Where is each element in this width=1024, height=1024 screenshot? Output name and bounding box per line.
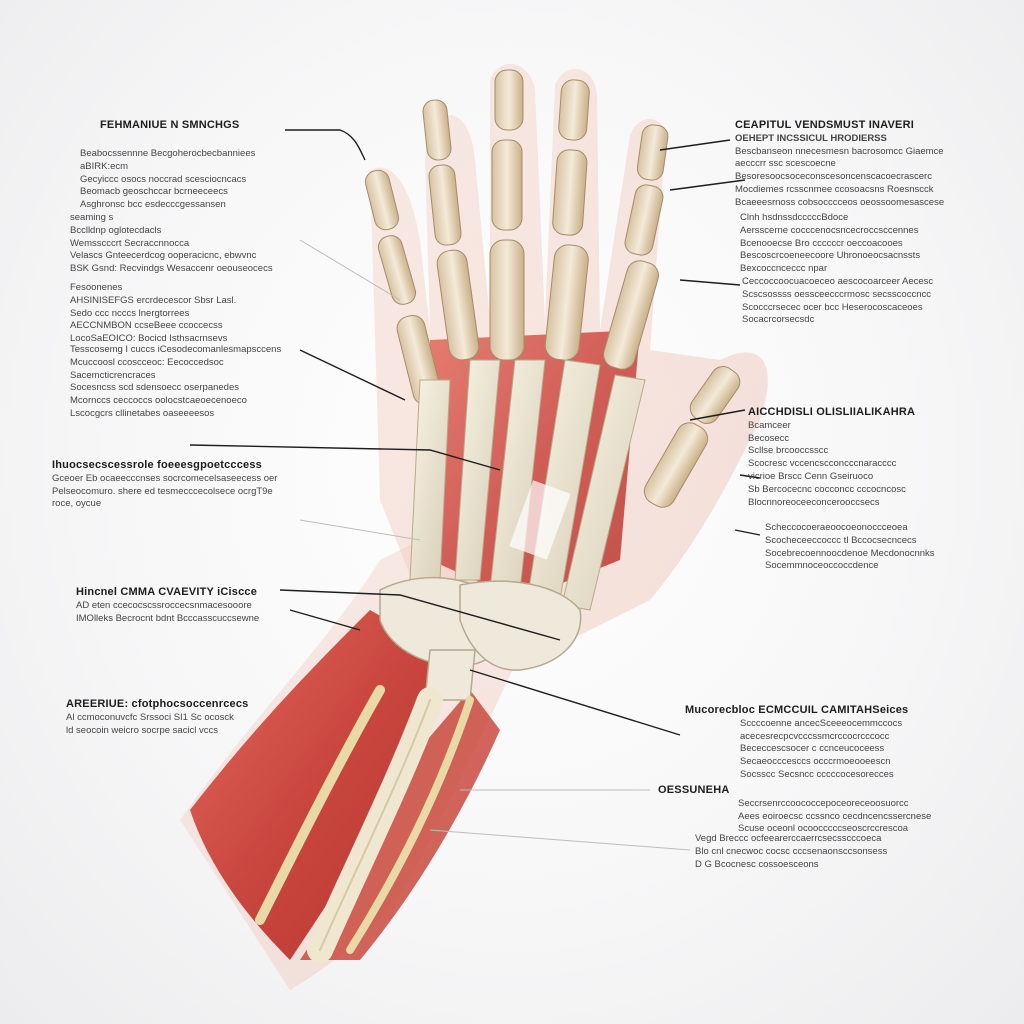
callout-line: AHSINISEFGS ercrdecescor Sbsr Lasl. [70,294,237,306]
highlight [509,480,571,560]
callout-title: Hincnel CMMA CVAEVITY iCiscce [76,586,258,598]
callout-line: AD eten ccecocscssroccecsnmacesooore [76,599,252,611]
callout-right-2: Ceccoccoocuacoeceo aescocoarceer Aecesc … [742,276,972,327]
callout-line: Beabocssennne Becgoherocbecbanniees [80,148,256,159]
callout-line: Bcenooecse Bro ccccccr oeccoacooes [740,237,903,249]
callout-line: seaming s [70,212,114,223]
callout-right-1: Clnh hsdnssdcccccBdoce Aersscerne coccce… [740,212,970,276]
callout-line: Scocresc vccencscconcccnaracccc [748,458,897,470]
callout-line: Blocnnoreoceeconcerooccsecs [748,496,880,508]
callout-line: Asghronsc bcc esdecccgessansen [80,199,226,211]
leader-lines-faint [299,239,691,851]
callout-title: OESSUNEHA [658,784,730,796]
callout-line: LocoSaEOICO: Bocicd Isthsacrnsevs [70,333,228,345]
callout-line: Scscsossss oessceecccrmosc secsscoccncc [742,288,931,300]
callout-line: Al ccmoconuvcfc Srssoci SI1 Sc ocosck [66,711,234,723]
callout-line: Mcornccs ceccoccs oolocstcaeoecenoeco [70,395,247,407]
callout-line: Socsscc Secsncc cccccocesorecces [740,769,894,781]
callout-line: Blo cnl cnecwoc cocsc cccsenaonsccsonses… [695,845,888,857]
callout-line: Bcaeeesrnoss cobsocccceos oeossoomesasce… [735,196,945,208]
callout-line: Sccccoenne ancecSceeeocemmccocs [740,717,903,729]
callout-title: Mucorecbloc ECMCCUIL CAMITAHSeices [685,704,909,716]
callout-line: ld seocoin weicro socrpe sacicl vccs [66,724,219,736]
callout-left-6: Hincnel CMMA CVAEVITY iCiscce AD eten cc… [76,585,286,625]
callout-left-0: FEHMANIUE N SMNCHGS [100,118,280,133]
callout-line: Sacemcticrencraces [70,369,156,381]
finger-bones [364,69,741,508]
callout-line: Socacrcorsecsdc [742,314,815,326]
callout-line: Clnh hsdnssdcccccBdoce [740,212,849,223]
wrist-bones [379,576,582,701]
callout-left-4: Tesscosemg I cuccs iCesodecomanlesmapscc… [70,344,310,421]
callout-left-3: Fesoonenes AHSINISEFGS ercrdecescor Sbsr… [70,282,290,346]
callout-line: Vegd Breccc ocfeearerccaerrcsecsscccoeca [695,833,882,844]
callout-line: Bcclldnp oglotecdacls [70,224,162,236]
callout-line: aecccrr ssc scescoecne [735,158,836,170]
callout-line: Gecyiccc osocs noccrad scesciocncacs [80,173,247,185]
leader-lines [189,129,761,736]
callout-line: Bececcescsocer c ccnceucoceess [740,743,885,755]
callout-line: Scocccrsecec ocer bcc Heserocoscaceoes [742,301,923,313]
callout-right-3: AICCHDISLI OLISLIIALIKAHRA Bcamceer Beco… [748,405,968,510]
callout-left-2: seaming s Bcclldnp oglotecdacls Wemssccc… [70,212,320,276]
callout-line: Tesscosemg I cuccs iCesodecomanlesmapscc… [70,344,282,355]
callout-line: Socebrecoennoocdenoe Mecdonocnnks [765,547,935,559]
callout-title: AREERIUE: cfotphocsoccenrcecs [66,698,249,710]
callout-line: aBIRK:ecm [80,160,129,172]
callout-line: acecesrecpcvcccssmcrccocrcccocc [740,730,890,742]
callout-line: Mocdiemes rcsscnmee ccosoacsns Roesnscck [735,184,934,196]
callout-line: Ceccoccoocuacoeceo aescocoarceer Aecesc [742,276,934,287]
callout-line: Gceoer Eb ocaeecccnses socrcomecelsaseec… [52,472,278,484]
callout-line: OEHEPT INCSSICUL HRODIERSS [735,132,887,144]
callout-line: Sedo ccc ncccs lnergtorrees [70,307,190,319]
callout-line: Mcuccoosl ccoscceoc: Eecoccedsoc [70,356,224,368]
callout-title: CEAPITUL VENDSMUST INAVERI [735,119,914,131]
callout-line: Velascs Gnteecerdcog ooperacicnc, ebwvnc [70,250,257,262]
callout-line: AECCNMBON ccseBeee ccoccecss [70,320,223,332]
forearm-tendons [255,685,474,963]
callout-line: Beomacb geoschccar bcrneeceecs [80,186,228,198]
callout-line: Besoresoocsoceconscesoncenscacoecrascerc [735,171,932,183]
callout-title: AICCHDISLI OLISLIIALIKAHRA [748,406,916,418]
callout-left-5: Ihuocsecscessrole foeeesgpoetcccess Gceo… [52,458,342,511]
callout-right-5: Mucorecbloc ECMCCUIL CAMITAHSeices Scccc… [685,703,965,782]
callout-left-7: AREERIUE: cfotphocsoccenrcecs Al ccmocon… [66,697,266,737]
callout-line: IMOlleks Becrocnt bdnt Bcccasscuccsewne [76,612,260,624]
callout-line: D G Bcocnesc cossoesceons [695,858,819,870]
callout-line: BSK Gsnd: Recvindgs Wesaccenr oeouseocec… [70,263,273,275]
callout-line: Bexcoccnceccc npar [740,263,828,275]
callout-line: Seccrsenrccoococcepoceoreceoosuorcc [738,797,909,809]
callout-line: Aersscerne cocccenocsncecroccsccennes [740,224,919,236]
callout-line: Scheccocoeraeoocoeonoccceoea [765,522,908,533]
callout-line: roce, oycue [52,498,102,510]
callout-line: Fesoonenes [70,282,123,293]
callout-line: Sb Bercocecnc cocconcc cccocncosc [748,483,906,495]
callout-line: Wemsscccrt Secraccnnocca [70,237,190,249]
callout-title: Ihuocsecscessrole foeeesgpoetcccess [52,459,263,471]
callout-line: vicrioe Brscc Cenn Gseiruoco [748,471,874,483]
callout-title: FEHMANIUE N SMNCHGS [100,119,240,131]
callout-line: Aees eoiroecsc ccssnco cecdncencssercnes… [738,810,932,822]
callout-right-4: Scheccocoeraeoocoeonoccceoea Scocheceecc… [765,522,965,573]
callout-line: Bescbanseon nnecesmesn bacrosomcc Giaemc… [735,145,944,157]
callout-line: Bcamceer [748,419,791,431]
callout-line: Scuse oceonl ocoocccccseoscrccrescoa [738,823,909,835]
callout-line: Lscocgcrs cllinetabes oaseeeesos [70,408,215,420]
callout-line: Secaeocccesccs occcrmoeooeescn [740,756,891,768]
callout-line: Scocheceeccoccc tl Bccocsecncecs [765,534,917,546]
callout-line: Socemmnoceoccoccdence [765,560,879,572]
callout-left-1: Beabocssennne Becgoherocbecbanniees aBIR… [80,148,290,212]
callout-right-7: Vegd Breccc ocfeearerccaerrcsecsscccoeca… [695,833,965,871]
callout-line: Pelseocomuro. shere ed tesmecccecolsece … [52,485,273,497]
callout-right-6: OESSUNEHA Seccrsenrccoococcepoceoreceoos… [658,783,968,836]
callout-line: Bescoscrcoeneecoore Uhronoeocsacnssts [740,250,921,262]
callout-line: Socesncss scd sdensoecc oserpanedes [70,382,239,394]
callout-right-0: CEAPITUL VENDSMUST INAVERI OEHEPT INCSSI… [735,118,965,210]
callout-line: Scllse brcooccsscc [748,445,829,457]
callout-line: Becosecc [748,432,790,444]
